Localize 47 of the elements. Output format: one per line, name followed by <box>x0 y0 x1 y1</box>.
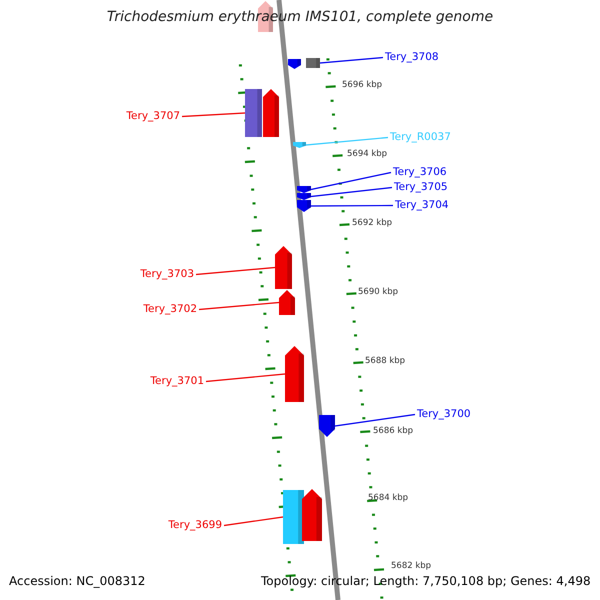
leader-line <box>206 373 286 382</box>
scale-label: 5684 kbp <box>368 493 408 503</box>
title: Trichodesmium erythraeum IMS101, complete genome <box>106 9 494 25</box>
leader-line <box>320 56 384 64</box>
gene-label: Tery_3705 <box>394 181 448 194</box>
leader-line <box>196 266 276 276</box>
gene-label: Tery_3707 <box>126 110 180 123</box>
leader-line <box>306 136 388 146</box>
genome-info: Topology: circular; Length: 7,750,108 bp; Genes: 4,498 <box>261 574 591 588</box>
gene-feature <box>283 490 304 544</box>
scale-label: 5696 kbp <box>342 80 382 90</box>
gene-label: Tery_R0037 <box>390 131 451 144</box>
leader-line <box>182 112 246 118</box>
scale-label: 5682 kbp <box>391 561 432 571</box>
scale-label: 5694 kbp <box>347 149 388 159</box>
gene-feature <box>275 246 292 289</box>
scale-label: 5690 kbp <box>358 287 398 297</box>
leader-line <box>198 302 280 310</box>
gene-feature <box>263 89 279 137</box>
scale-label: 5688 kbp <box>365 356 406 366</box>
gene-feature <box>293 142 306 148</box>
gene-feature <box>279 290 295 315</box>
gene-feature <box>297 186 311 193</box>
gene-feature <box>302 489 322 541</box>
gene-feature <box>245 89 262 137</box>
scale-label: 5686 kbp <box>373 426 414 436</box>
gene-feature <box>297 200 311 212</box>
gene-label: Tery_3702 <box>143 303 197 316</box>
leader-line <box>334 414 416 427</box>
gene-label: Tery_3699 <box>168 519 222 532</box>
leader-line <box>310 172 392 190</box>
gene-label: Tery_3703 <box>140 268 194 281</box>
gene-label: Tery_3701 <box>150 375 204 388</box>
leader-line <box>311 204 393 207</box>
gene-feature <box>285 346 304 402</box>
gene-label: Tery_3700 <box>417 408 471 421</box>
gene-feature <box>306 58 320 68</box>
scale-label: 5692 kbp <box>352 218 392 228</box>
gene-feature <box>319 415 335 437</box>
gene-label: Tery_3704 <box>395 199 449 212</box>
leader-line <box>310 186 392 198</box>
gene-feature <box>297 193 311 200</box>
gene-label: Tery_3708 <box>385 51 439 64</box>
accession-label: Accession: NC_008312 <box>9 574 146 588</box>
gene-feature <box>288 59 301 69</box>
leader-line <box>224 516 284 526</box>
gene-label: Tery_3706 <box>393 166 447 179</box>
